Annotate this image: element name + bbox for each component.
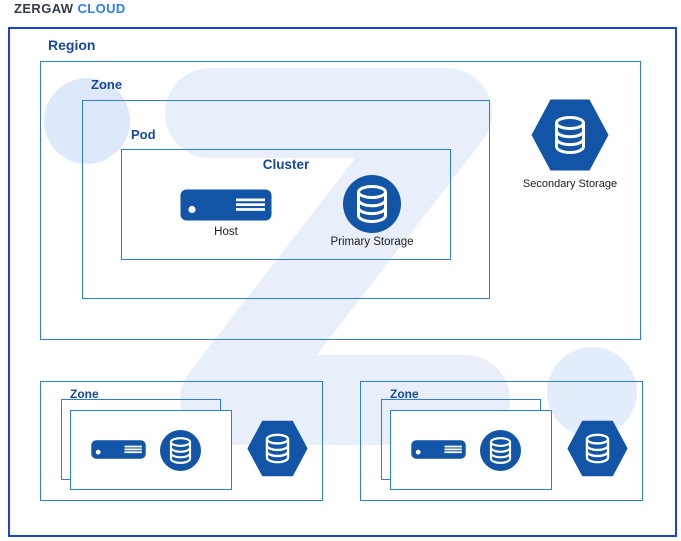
region-box: Region Zone Pod Cluster xyxy=(8,27,677,537)
primary-storage-label: Primary Storage xyxy=(330,236,414,248)
secondary-storage-node xyxy=(567,420,628,477)
cluster-box: Cluster Host xyxy=(121,149,451,260)
secondary-storage-node: Secondary Storage xyxy=(510,99,630,190)
host-node: Host xyxy=(178,189,274,238)
database-circle-icon xyxy=(480,430,521,471)
secondary-storage-label: Secondary Storage xyxy=(522,178,618,190)
database-circle-icon xyxy=(160,430,201,471)
zone-label: Zone xyxy=(70,387,99,401)
stacked-pod-front xyxy=(390,410,552,490)
logo-brand-text: ZERGAW xyxy=(14,1,74,16)
host-label: Host xyxy=(214,226,238,238)
secondary-storage-node xyxy=(247,420,308,477)
server-icon xyxy=(180,189,272,221)
host-node xyxy=(91,440,146,459)
region-label: Region xyxy=(48,37,96,53)
database-circle-icon xyxy=(343,175,401,233)
zone-box-top: Zone Pod Cluster Host xyxy=(40,61,641,340)
database-hexagon-icon xyxy=(247,420,308,477)
pod-label: Pod xyxy=(131,127,156,142)
cluster-label: Cluster xyxy=(262,157,310,172)
host-node xyxy=(411,440,466,459)
zone-box-bottom-right: Zone xyxy=(360,381,643,501)
primary-storage-node xyxy=(480,430,521,471)
zone-label: Zone xyxy=(390,387,419,401)
server-icon xyxy=(411,440,466,459)
server-icon xyxy=(91,440,146,459)
z-watermark xyxy=(44,68,637,445)
zone-box-bottom-left: Zone xyxy=(40,381,323,501)
database-hexagon-icon xyxy=(567,420,628,477)
primary-storage-node: Primary Storage xyxy=(320,175,424,248)
stacked-pod-front xyxy=(70,410,232,490)
pod-box: Pod Cluster Host xyxy=(82,100,490,299)
database-hexagon-icon xyxy=(531,99,609,171)
logo-product-text: CLOUD xyxy=(77,1,126,16)
primary-storage-node xyxy=(160,430,201,471)
zone-label: Zone xyxy=(91,77,123,92)
